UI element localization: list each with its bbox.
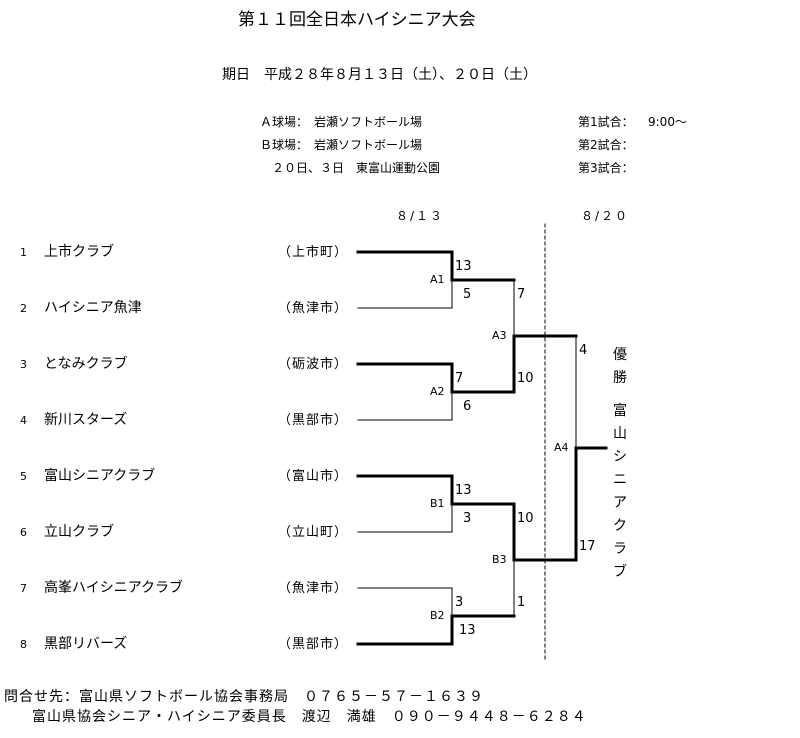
team-name: ハイシニア魚津 [44, 300, 142, 316]
team-name: 立山クラブ [44, 524, 114, 540]
venue-a: Ａ球場： 岩瀬ソフトボール場 [260, 115, 423, 129]
match-score: 17 [579, 539, 596, 554]
team-name: となみクラブ [44, 356, 128, 372]
round2-date: ８/２０ [581, 209, 630, 223]
team-town: （上市町） [278, 245, 349, 260]
round1-date: ８/１３ [396, 209, 445, 223]
bracket-line-winner [512, 334, 578, 394]
match-label: B3 [492, 553, 507, 566]
team-town: （立山町） [278, 525, 349, 540]
tournament-dates: 期日 平成２８年８月１３日（土）、２０日（土） [222, 67, 537, 83]
match-score: 7 [455, 371, 464, 386]
match-score: 13 [455, 483, 472, 498]
schedule-game2-label: 第2試合： [578, 138, 634, 152]
team-seed: 3 [20, 358, 27, 371]
match-score: 6 [463, 399, 472, 414]
bracket-line-winner [574, 446, 608, 562]
team-seed: 7 [20, 582, 27, 595]
bracket-line-loser [357, 391, 453, 421]
team-name: 高峯ハイシニアクラブ [44, 580, 184, 596]
team-town: （砺波市） [278, 357, 349, 372]
match-label: B1 [430, 497, 445, 510]
schedule-game1-time: 9:00～ [648, 115, 687, 129]
champion-name: 富山シニアクラブ [613, 403, 627, 580]
team-name: 新川スターズ [44, 412, 128, 428]
match-label: B2 [430, 609, 445, 622]
champion-title: 優勝 [613, 347, 627, 386]
team-name: 富山シニアクラブ [44, 468, 156, 484]
bracket-line-loser [357, 279, 453, 309]
team-name: 上市クラブ [44, 244, 114, 260]
bracket-line-winner [356, 474, 516, 506]
bracket-line-loser [357, 503, 453, 533]
match-score: 1 [517, 595, 526, 610]
match-score: 10 [517, 511, 534, 526]
bracket-line-winner [356, 362, 516, 394]
match-label: A4 [554, 441, 569, 454]
team-name: 黒部リバーズ [44, 636, 128, 652]
team-seed: 1 [20, 246, 27, 259]
match-score: 13 [455, 259, 472, 274]
team-seed: 5 [20, 470, 27, 483]
team-town: （黒部市） [278, 413, 349, 428]
team-town: （魚津市） [278, 581, 349, 596]
team-town: （黒部市） [278, 637, 349, 652]
match-score: 13 [459, 623, 476, 638]
team-seed: 8 [20, 638, 27, 651]
match-score: 3 [463, 511, 472, 526]
committee-line: 富山県協会シニア・ハイシニア委員長 渡辺 満雄 ０９０－９４４８－６２８４ [32, 709, 587, 725]
match-score: 3 [455, 595, 464, 610]
match-score: 10 [517, 371, 534, 386]
match-label: A3 [492, 329, 507, 342]
match-score: 4 [579, 343, 588, 358]
team-seed: 4 [20, 414, 27, 427]
match-score: 5 [463, 287, 472, 302]
match-label: A2 [430, 385, 445, 398]
schedule-game3-label: 第3試合： [578, 161, 634, 175]
team-seed: 6 [20, 526, 27, 539]
team-town: （富山市） [278, 469, 349, 484]
match-label: A1 [430, 273, 445, 286]
match-score: 7 [517, 287, 526, 302]
team-seed: 2 [20, 302, 27, 315]
contact-line: 問合せ先：富山県ソフトボール協会事務局 ０７６５－５７－１６３９ [4, 689, 484, 705]
team-town: （魚津市） [278, 301, 349, 316]
venue-b: Ｂ球場： 岩瀬ソフトボール場 [260, 138, 423, 152]
venue-final: ２０日、３日 東富山運動公園 [272, 161, 441, 175]
page-title: 第１１回全日本ハイシニア大会 [238, 10, 476, 30]
schedule-game1-label: 第1試合： [578, 115, 634, 129]
bracket-line-loser [357, 587, 453, 617]
bracket-line-winner [356, 614, 516, 646]
bracket-line-winner [356, 250, 516, 282]
